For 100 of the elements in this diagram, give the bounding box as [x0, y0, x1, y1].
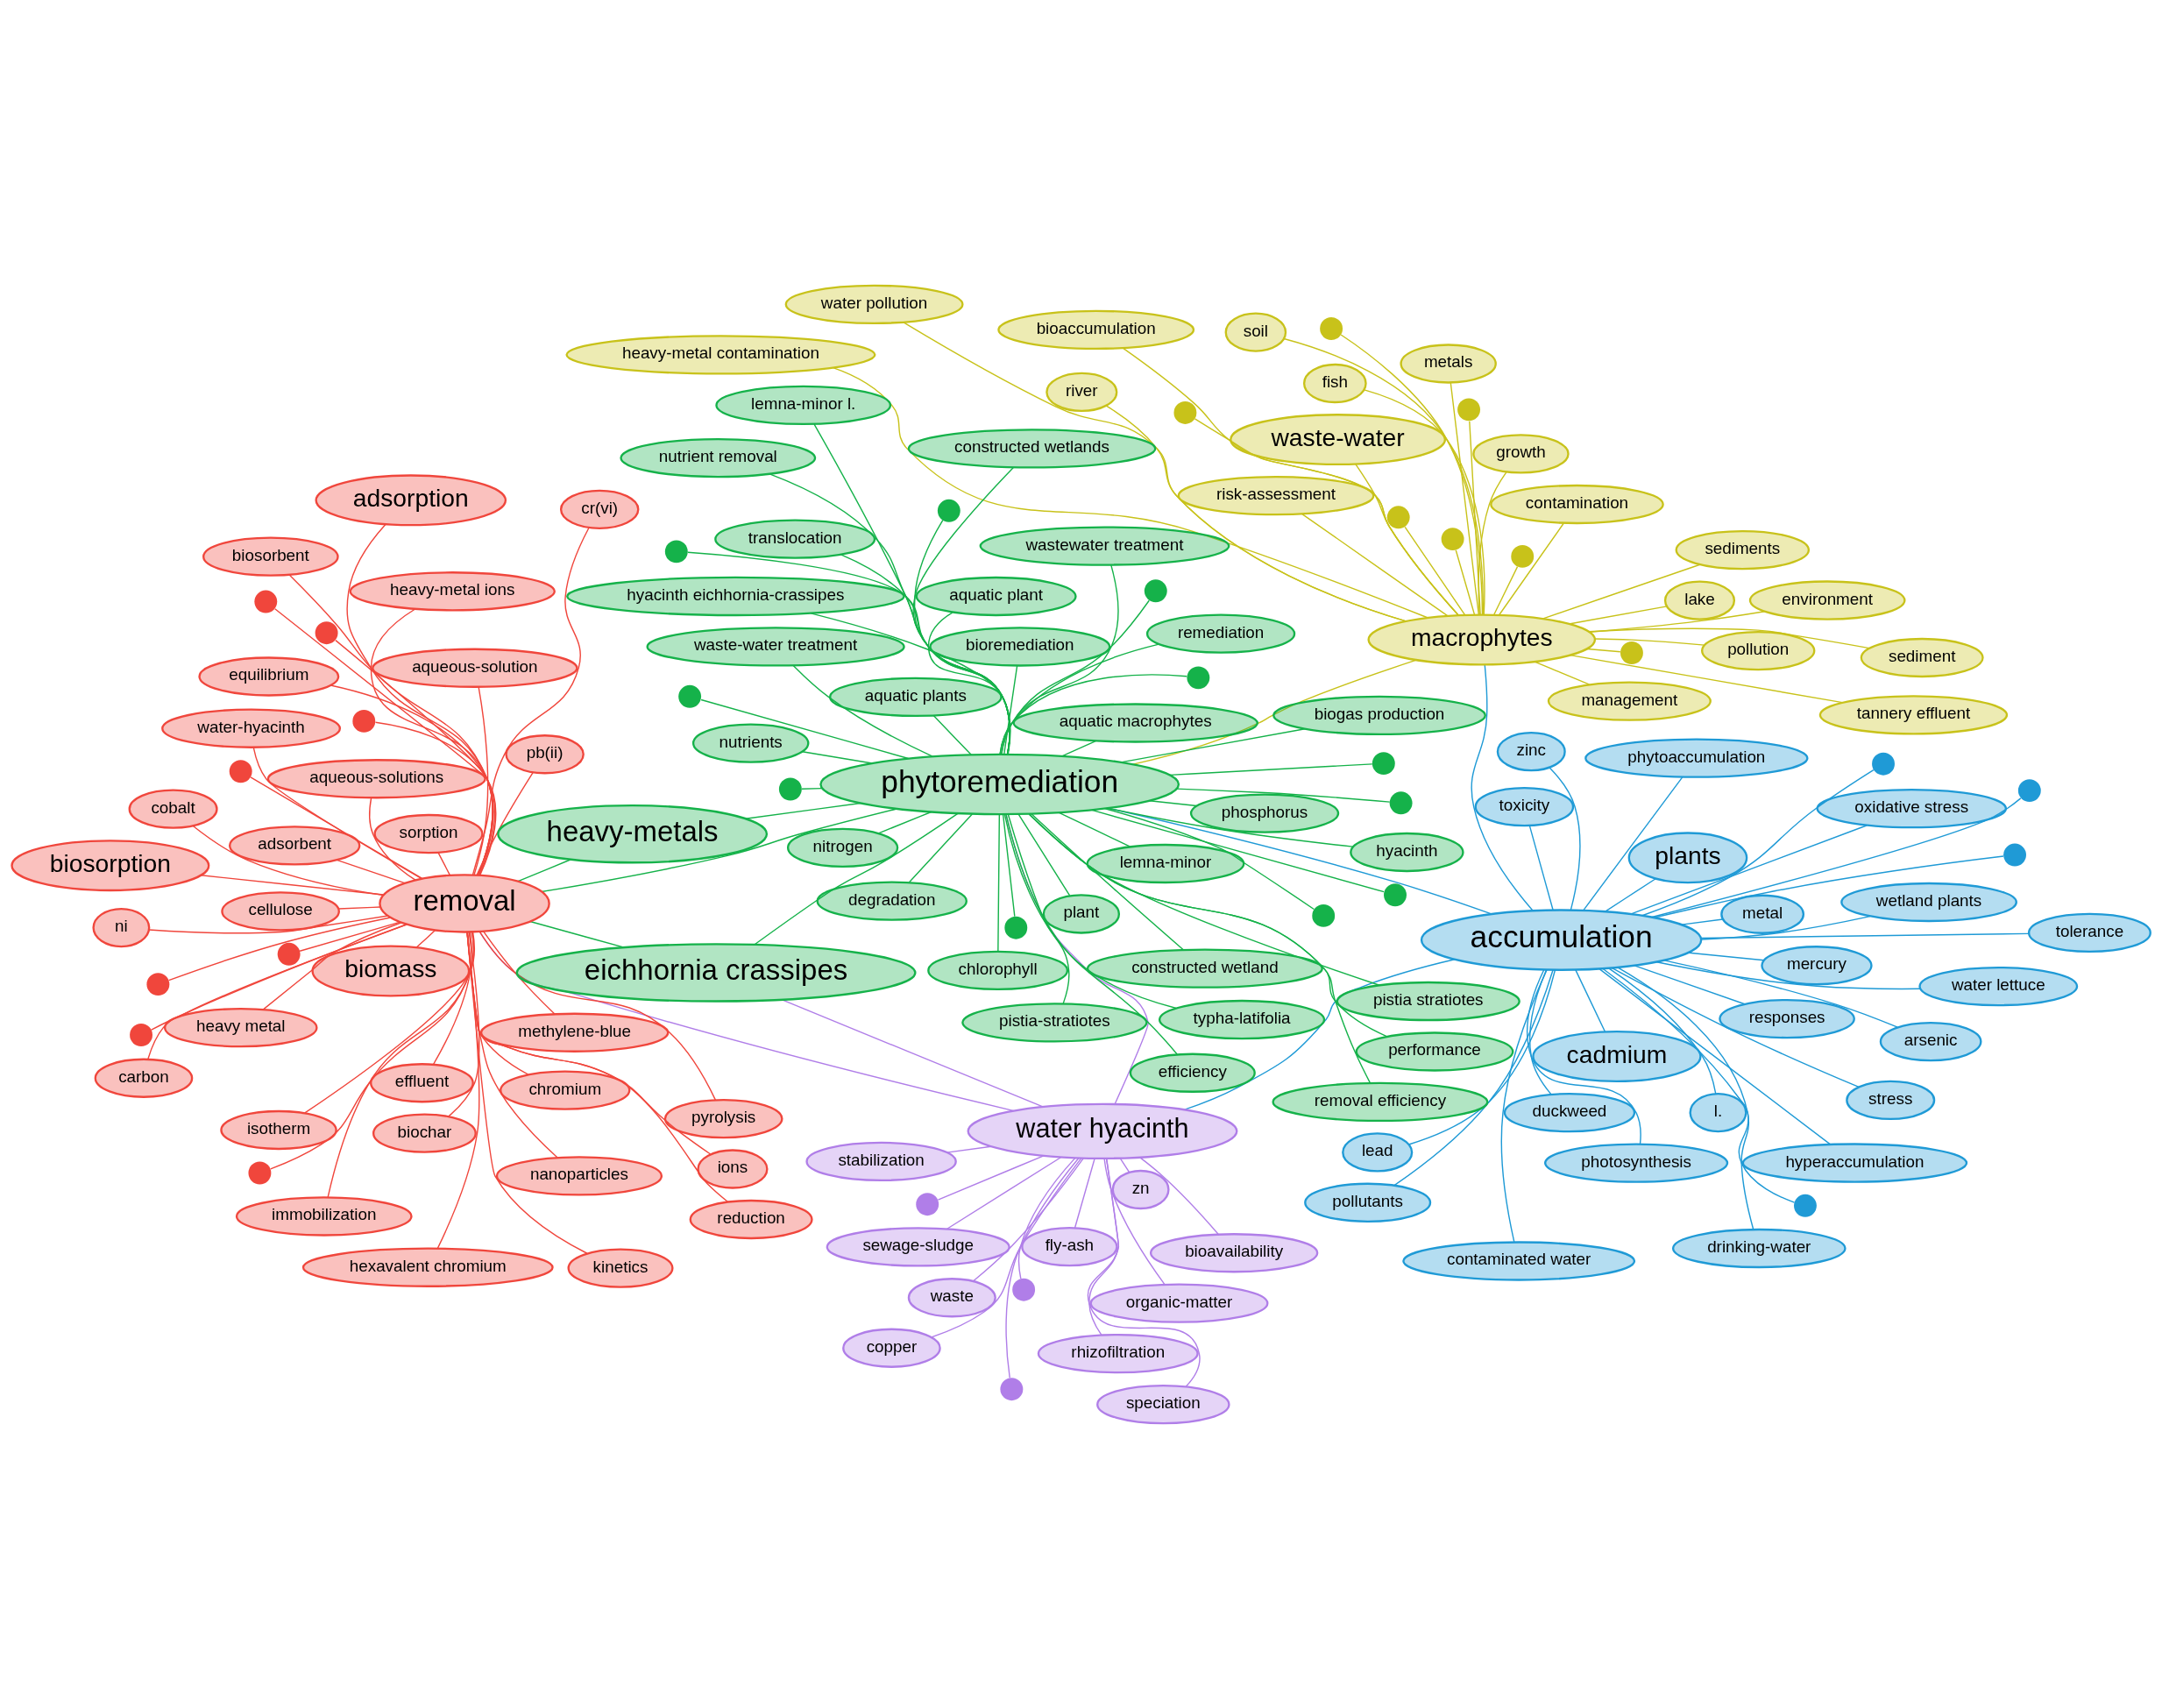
node-ellipse: chlorophyll — [927, 950, 1069, 990]
node-circle — [1384, 882, 1407, 906]
connector — [1393, 968, 1554, 1186]
node-ellipse: fly-ash — [1021, 1226, 1118, 1266]
connector — [1534, 660, 1591, 685]
node-ellipse: growth — [1472, 433, 1570, 474]
node-circle — [1000, 1377, 1024, 1400]
connector — [1087, 1157, 1201, 1387]
node-ellipse: hyacinth eichhornia-crassipes — [566, 576, 905, 616]
node-ellipse: contaminated water — [1402, 1240, 1636, 1281]
connector — [478, 930, 717, 1101]
node-ellipse: soil — [1224, 311, 1287, 352]
node-ellipse: aqueous-solutions — [266, 758, 486, 798]
node-ellipse: lemna-minor — [1086, 843, 1245, 883]
connector — [1404, 526, 1466, 615]
connector — [813, 422, 1010, 755]
connector — [466, 931, 588, 1254]
node-ellipse: copper — [842, 1328, 941, 1368]
node-ellipse: biosorption — [11, 839, 210, 891]
node-ellipse: removal efficiency — [1272, 1081, 1489, 1122]
node-ellipse: accumulation — [1420, 908, 1703, 971]
connector — [1091, 809, 1385, 892]
connector — [263, 921, 402, 1010]
connector — [1594, 637, 1705, 646]
node-ellipse: oxidative stress — [1816, 788, 2008, 828]
connector — [1017, 812, 1071, 897]
node-ellipse: pistia-stratiotes — [961, 1002, 1148, 1043]
node-ellipse: toxicity — [1474, 786, 1575, 826]
node-circle — [916, 1192, 939, 1215]
node-ellipse: constructed wetlands — [907, 428, 1157, 469]
node-circle — [1511, 544, 1535, 568]
connector — [997, 812, 1001, 952]
node-ellipse: heavy-metals — [497, 804, 769, 863]
connector — [1194, 417, 1459, 616]
node-circle — [1187, 665, 1210, 689]
connector — [336, 859, 406, 883]
connector — [1687, 951, 1765, 960]
node-ellipse: nutrient removal — [620, 437, 817, 478]
connector — [903, 321, 1407, 622]
connector — [877, 811, 932, 834]
node-ellipse: phosphorus — [1189, 792, 1340, 833]
connector — [1478, 471, 1507, 615]
connector — [1000, 599, 1150, 755]
node-ellipse: metals — [1400, 343, 1497, 384]
node-ellipse: phytoaccumulation — [1584, 737, 1809, 778]
connector — [1617, 966, 1754, 1230]
node-ellipse: aquatic plant — [915, 576, 1077, 616]
node-ellipse: typha-latifolia — [1158, 999, 1326, 1039]
connector — [192, 825, 385, 896]
connector — [1568, 605, 1668, 625]
node-ellipse: eichhornia crassipes — [515, 942, 917, 1003]
node-circle — [1872, 752, 1895, 776]
connector — [1589, 610, 1766, 633]
connector — [482, 930, 556, 1015]
connector — [252, 746, 422, 879]
node-ellipse: biogas production — [1272, 695, 1486, 735]
connector — [1074, 1157, 1095, 1229]
node-ellipse: stress — [1846, 1080, 1936, 1120]
connector — [1450, 381, 1480, 615]
node-ellipse: macrophytes — [1367, 613, 1597, 665]
connector — [1542, 563, 1701, 620]
connector — [1588, 627, 1870, 648]
node-ellipse: cadmium — [1532, 1030, 1702, 1082]
node-ellipse: lemna-minor l. — [715, 385, 892, 425]
connector — [1119, 1157, 1131, 1173]
connector — [299, 920, 401, 952]
connector — [1175, 787, 1391, 803]
node-ellipse: effluent — [370, 1062, 474, 1102]
connector — [946, 1156, 1062, 1230]
node-ellipse: rhizofiltration — [1037, 1333, 1199, 1373]
connector — [1058, 811, 1131, 847]
node-ellipse: wetland plants — [1840, 882, 2017, 922]
connector — [448, 931, 480, 1116]
connector — [1132, 659, 1417, 765]
node-ellipse: immobilization — [235, 1195, 413, 1237]
node-ellipse: pollution — [1701, 630, 1816, 670]
node-ellipse: methylene-blue — [479, 1012, 670, 1052]
node-ellipse: chromium — [500, 1069, 631, 1110]
node-circle — [664, 539, 688, 563]
node-ellipse: nutrients — [691, 722, 810, 763]
connector — [792, 664, 933, 757]
connector — [908, 812, 974, 882]
connector — [1106, 807, 1354, 847]
connector — [1471, 663, 1534, 911]
connector — [1028, 812, 1380, 986]
node-circle — [1012, 1278, 1036, 1301]
node-ellipse: zn — [1111, 1169, 1170, 1209]
connector — [1007, 813, 1070, 1004]
connector — [1500, 968, 1548, 1243]
connector — [374, 721, 497, 875]
node-ellipse: cellulose — [221, 890, 340, 932]
node-ellipse: pollutants — [1304, 1182, 1432, 1223]
node-circle — [146, 972, 170, 996]
connector — [1283, 337, 1484, 615]
node-ellipse: sewage-sludge — [826, 1226, 1010, 1267]
connector — [517, 858, 572, 882]
connector — [1169, 762, 1373, 776]
connector — [781, 998, 1045, 1108]
node-ellipse: kinetics — [567, 1247, 674, 1288]
connector — [1122, 346, 1459, 616]
